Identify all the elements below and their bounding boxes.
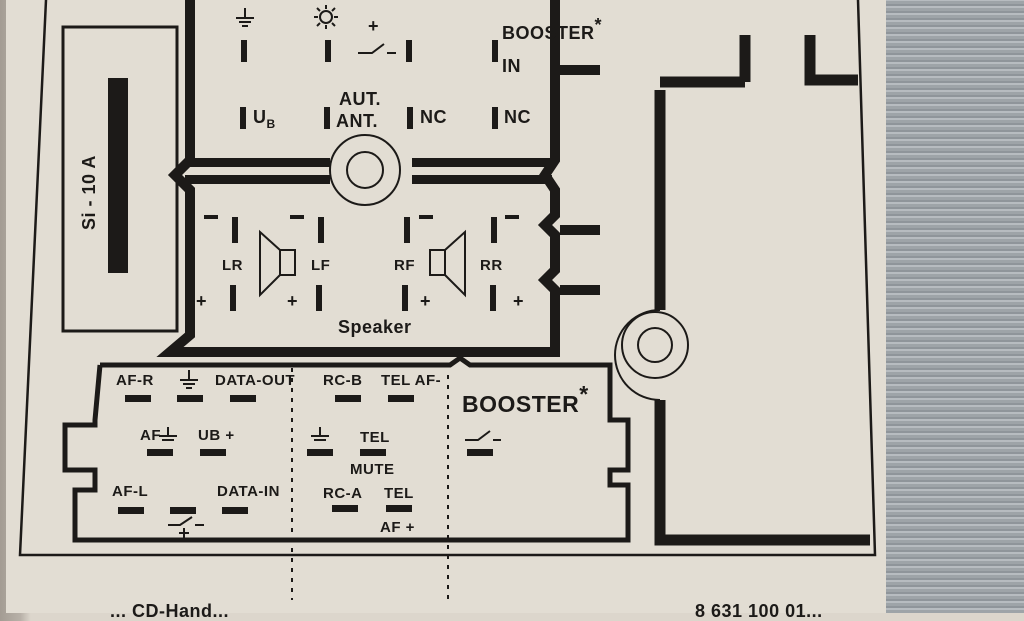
antenna-socket-inner (637, 327, 673, 363)
right-frame-top (660, 35, 858, 88)
center-socket-inner (346, 151, 384, 189)
tel-label: TEL (360, 429, 390, 446)
data-connector-frame (62, 354, 631, 543)
speaker-rr-label: RR (480, 257, 503, 274)
antenna-socket-loop (614, 309, 661, 401)
switch-icon (168, 516, 204, 538)
speaker-lf-plus: + (287, 291, 299, 311)
speaker-rr-plus: + (513, 291, 525, 311)
booster-label: BOOSTER (502, 23, 595, 43)
data-in-label: DATA-IN (217, 483, 280, 500)
booster-in-label: BOOSTER* (502, 16, 602, 43)
ant-label: ANT. (336, 111, 378, 131)
pinout-label-card (6, 0, 886, 613)
right-frame (654, 90, 870, 546)
speaker-right-icon (429, 229, 466, 298)
main-connector-frame (156, 0, 560, 357)
ground-icon (311, 427, 329, 441)
background-surface (880, 0, 1024, 613)
speaker-rf-plus: + (420, 291, 432, 311)
tel-label: TEL (384, 485, 414, 502)
ub-sub: B (266, 117, 276, 131)
asterisk: * (594, 15, 603, 35)
af-r-label: AF-R (116, 372, 154, 389)
speaker-lr-label: LR (222, 257, 243, 274)
nc-label: NC (420, 107, 447, 127)
footer-left-text: ... CD-Hand... (110, 601, 229, 621)
fuse-label: Si - 10 A (79, 155, 99, 230)
switched-plus-label: + (368, 16, 380, 36)
speaker-left-icon (259, 229, 296, 298)
center-socket-outer (329, 134, 401, 206)
ub-plus-label: UB + (198, 427, 235, 444)
ub-main: U (253, 107, 267, 127)
af-plus-label: AF + (380, 519, 415, 536)
footer-part-number: 8 631 100 01... (695, 601, 823, 621)
switch-icon (465, 430, 501, 441)
fuse-bar (108, 78, 128, 273)
asterisk: * (579, 381, 589, 407)
aut-label: AUT. (339, 89, 381, 109)
ground-icon (236, 8, 254, 27)
antenna-socket-outer (621, 311, 689, 379)
speaker-rf-label: RF (394, 257, 415, 274)
speaker-title: Speaker (338, 317, 412, 337)
mute-label: MUTE (350, 461, 395, 478)
ground-icon (159, 427, 177, 441)
nc-label: NC (504, 107, 531, 127)
speaker-lf-label: LF (311, 257, 331, 274)
af-l-label: AF-L (112, 483, 149, 500)
ground-icon (180, 370, 198, 389)
speaker-lr-plus: + (196, 291, 208, 311)
ub-label: UB (253, 107, 276, 130)
data-out-label: DATA-OUT (215, 372, 296, 389)
rc-a-label: RC-A (323, 485, 363, 502)
switch-icon (358, 43, 396, 54)
booster-label: BOOSTER (462, 391, 580, 417)
rc-b-label: RC-B (323, 372, 363, 389)
in-label: IN (502, 56, 521, 76)
sun-icon (314, 5, 338, 29)
tel-af-minus-label: TEL AF- (381, 372, 442, 389)
af-ground-label: AF (140, 427, 161, 444)
booster-block-label: BOOSTER* (462, 383, 589, 417)
